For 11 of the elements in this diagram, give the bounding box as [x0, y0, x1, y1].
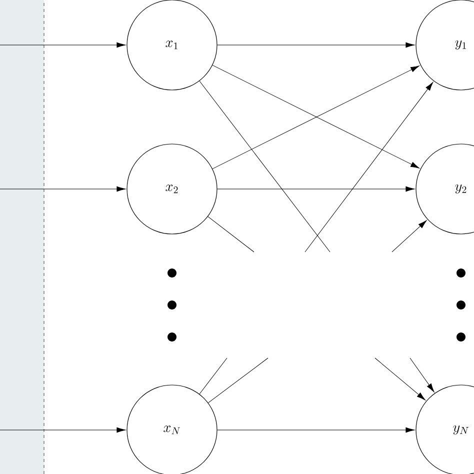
arrow [0, 186, 126, 192]
arrow [0, 427, 126, 433]
arrow [217, 42, 415, 48]
arrow [217, 427, 415, 433]
arrow [304, 82, 434, 252]
arrow [374, 358, 426, 400]
input-panel [0, 0, 44, 474]
arrow [217, 186, 415, 192]
arrow [410, 358, 434, 392]
arrow [392, 220, 427, 252]
arrow [0, 42, 126, 48]
